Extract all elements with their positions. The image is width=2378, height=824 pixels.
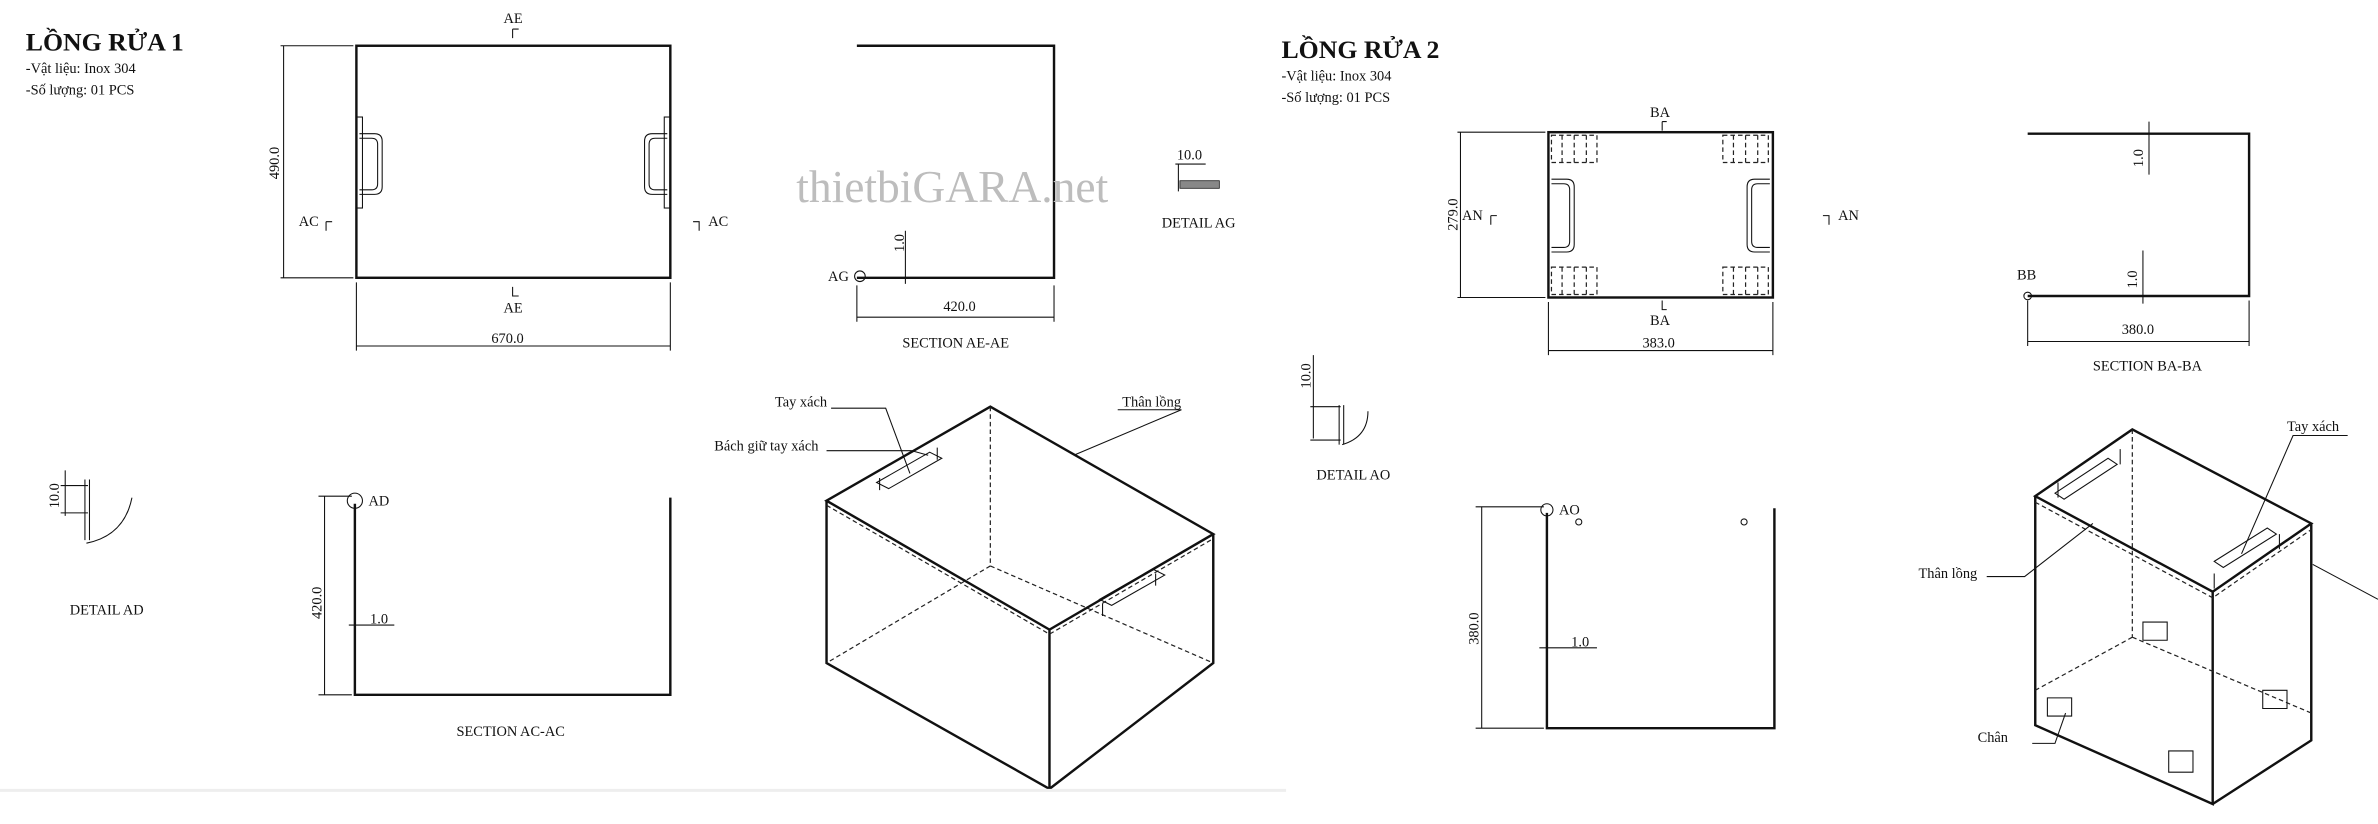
iso-handle-2 xyxy=(2213,527,2280,589)
callout-handle-bracket: Bách giữ tay xách xyxy=(714,439,818,455)
detail-label: DETAIL AD xyxy=(70,602,144,618)
watermark: thietbiGARA.net xyxy=(796,161,1108,212)
part1-material: -Vật liệu: Inox 304 xyxy=(26,61,136,77)
part1-title: LỒNG RỬA 1 xyxy=(26,27,184,56)
dim-thickness-bottom: 1.0 xyxy=(2125,270,2141,288)
dim-height: 380.0 xyxy=(1467,612,1483,644)
callout-handle: Tay xách xyxy=(775,395,827,411)
section-mark-ba-top: BA xyxy=(1650,105,1671,121)
dim-thickness-top: 1.0 xyxy=(2131,149,2147,167)
part1-section-ae: AG 1.0 420.0 SECTION AE-AE xyxy=(828,44,1056,352)
dim-height-line xyxy=(280,45,354,279)
dim: 10.0 xyxy=(47,483,63,508)
section-label: SECTION AE-AE xyxy=(902,336,1009,352)
dim-height: 420.0 xyxy=(310,587,326,619)
section-label: SECTION BA-BA xyxy=(2093,358,2203,374)
part1-plan-view: 490.0 670.0 AE AE AC AC xyxy=(267,11,728,351)
part1-detail-ad: 10.0 DETAIL AD xyxy=(47,470,144,618)
dim-width: 670.0 xyxy=(491,331,523,347)
detail-ref-ad: AD xyxy=(369,493,390,509)
detail-ad-callout xyxy=(346,492,363,509)
dim-width: 383.0 xyxy=(1642,336,1674,352)
part2-header: LỒNG RỬA 2 -Vật liệu: Inox 304 -Số lượng… xyxy=(1282,35,1440,106)
iso-handle-1 xyxy=(875,447,943,491)
callout-body: Thân lồng xyxy=(1122,395,1181,411)
part1-quantity: -Số lượng: 01 PCS xyxy=(26,82,135,98)
dim: 10.0 xyxy=(1298,363,1314,388)
detail-ag-callout xyxy=(854,270,866,283)
part1-detail-ag: 10.0 DETAIL AG xyxy=(1162,147,1236,231)
section-mark-an-right: AN xyxy=(1838,208,1859,224)
section-mark-an-left: AN xyxy=(1462,208,1483,224)
iso-handle-2 xyxy=(1098,568,1166,616)
dim-width-line xyxy=(355,282,671,351)
detail-label: DETAIL AO xyxy=(1316,467,1390,483)
part1-header: LỒNG RỬA 1 -Vật liệu: Inox 304 -Số lượng… xyxy=(26,27,184,98)
section-mark-ac-right: AC xyxy=(708,214,728,230)
part1-isometric: Tay xách Bách giữ tay xách Thân lồng xyxy=(714,395,1216,791)
dim-thickness: 1.0 xyxy=(1571,634,1589,650)
part2-detail-ao: 10.0 DETAIL AO xyxy=(1298,355,1390,483)
part2-plan-view: 279.0 383.0 BA BA AN AN xyxy=(1445,105,1859,356)
detail-ref-bb: BB xyxy=(2017,267,2036,283)
part2-section-ao: AO 380.0 1.0 xyxy=(1467,502,1776,730)
section-mark-ba-bottom: BA xyxy=(1650,313,1671,329)
iso-handle-1 xyxy=(2054,449,2121,500)
part1-section-ac: AD 420.0 1.0 SECTION AC-AC xyxy=(310,492,672,740)
part2-title: LỒNG RỬA 2 xyxy=(1282,35,1440,64)
section-mark-ae-bottom: AE xyxy=(504,301,523,317)
dim-width: 380.0 xyxy=(2122,322,2154,338)
callout-leg: Chân xyxy=(1978,730,2008,746)
detail-ao-callout xyxy=(1540,503,1554,517)
part2-quantity: -Số lượng: 01 PCS xyxy=(1282,90,1391,106)
dim-width: 420.0 xyxy=(943,299,975,315)
callout-body: Thân lồng xyxy=(1918,566,1977,582)
part2-material: -Vật liệu: Inox 304 xyxy=(1282,69,1392,85)
part2-section-ba: BB 1.0 1.0 380.0 SECTION BA-BA xyxy=(2017,121,2251,374)
dim: 10.0 xyxy=(1177,147,1202,163)
section-label: SECTION AC-AC xyxy=(456,724,564,740)
dim-height: 490.0 xyxy=(267,147,283,179)
detail-ref-ag: AG xyxy=(828,269,849,285)
dim-height: 279.0 xyxy=(1445,198,1461,230)
detail-label: DETAIL AG xyxy=(1162,216,1236,232)
detail-ref-ao: AO xyxy=(1559,502,1580,518)
part2-isometric: Tay xách Thân lồng Chân xyxy=(1918,419,2378,806)
handle-left xyxy=(1551,178,1575,253)
dim-thickness: 1.0 xyxy=(892,234,908,252)
leg-hidden-lines xyxy=(1550,134,1769,296)
dim-thickness: 1.0 xyxy=(370,612,388,628)
handle-right xyxy=(644,116,671,209)
callout-handle: Tay xách xyxy=(2287,419,2339,435)
iso-legs xyxy=(2046,621,2288,773)
section-mark-ae-top: AE xyxy=(504,11,523,27)
section-mark-ac-left: AC xyxy=(299,214,319,230)
handle-left xyxy=(355,116,383,209)
handle-right xyxy=(1746,178,1770,253)
detail-bb-callout xyxy=(2023,291,2032,301)
plan-outline xyxy=(355,44,672,279)
